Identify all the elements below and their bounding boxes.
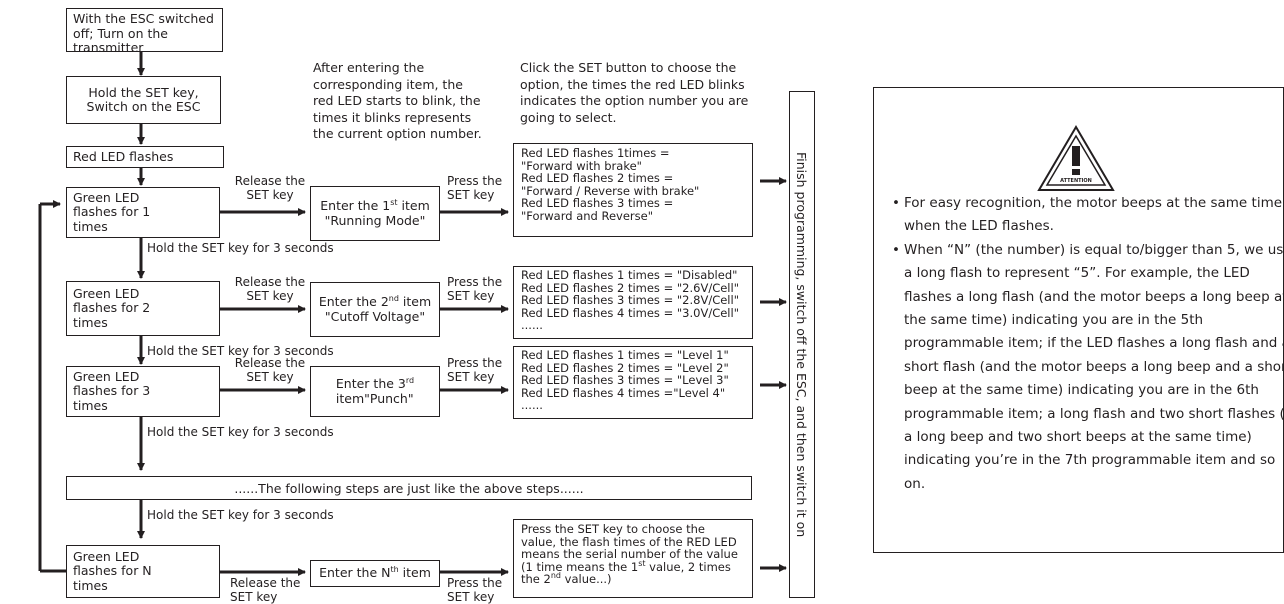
option-line: Red LED flashes 2 times = "2.6V/Cell" (521, 280, 739, 295)
item-text-n: Enter the Nth item (319, 565, 431, 581)
option-line: Red LED flashes 3 times = "Level 3" (521, 373, 729, 387)
options-box-1: Red LED flashes 1times = "Forward with b… (513, 143, 753, 237)
hold-label-2: Hold the SET key for 3 seconds (147, 344, 334, 358)
option-line: Red LED flashes 4 times ="Level 4" (521, 385, 726, 400)
note-click: Click the SET button to choose the optio… (520, 60, 749, 125)
release-label-n: Release the SET key (230, 576, 301, 604)
green-box-1: Green LED flashes for 1 times (66, 187, 220, 238)
option-line: Press the SET key to choose the (521, 522, 705, 536)
option-line: Red LED flashes 2 times = "Level 2" (521, 360, 729, 375)
item-box-2: Enter the 2nd item"Cutoff Voltage" (310, 282, 440, 337)
green-box-2: Green LED flashes for 2 times (66, 281, 220, 336)
option-line: "Forward with brake" (521, 158, 642, 173)
item-box-1: Enter the 1st item"Running Mode" (310, 186, 440, 241)
attention-panel: ATTENTION • For easy recognition, the mo… (873, 87, 1284, 553)
option-line: Red LED flashes 3 times = "2.8V/Cell" (521, 293, 739, 307)
hold-label-3: Hold the SET key for 3 seconds (147, 425, 334, 439)
option-line: Red LED flashes 2 times = (521, 171, 674, 185)
step-start-box: With the ESC switched off; Turn on the t… (66, 8, 223, 55)
following-steps-bar: ......The following steps are just like … (66, 476, 752, 500)
item-text-1: Enter the 1st item"Running Mode" (320, 197, 430, 228)
note-item-2: • When “N” (the number) is equal to/bigg… (892, 239, 1284, 496)
green-text-2: Green LED flashes for 2 times (73, 285, 151, 330)
green-box-n: Green LED flashes for N times (66, 545, 220, 598)
note-enter: After entering the corresponding item, t… (313, 60, 482, 141)
option-line: the 2nd value...) (521, 571, 612, 586)
option-line: ...... (521, 318, 543, 332)
step-start-text: With the ESC switched off; Turn on the t… (73, 11, 214, 55)
item-box-n: Enter the Nth item (310, 560, 440, 587)
attention-warning-icon: ATTENTION (1037, 125, 1115, 191)
following-steps-text: ......The following steps are just like … (234, 480, 584, 496)
note-text-1: For easy recognition, the motor beeps at… (904, 195, 1283, 235)
press-label-3: Press the SET key (447, 356, 503, 384)
option-line: (1 time means the 1st value, 2 times (521, 558, 731, 574)
release-label-3: Release the SET key (234, 356, 306, 384)
press-label-n: Press the SET key (447, 576, 503, 604)
options-box-n: Press the SET key to choose the value, t… (513, 519, 753, 598)
option-line: Red LED flashes 1times = (521, 146, 670, 160)
release-label-2: Release the SET key (234, 275, 306, 303)
option-line: means the serial number of the value (521, 547, 738, 561)
press-label-2: Press the SET key (447, 275, 503, 303)
item-text-2: Enter the 2nd item"Cutoff Voltage" (318, 293, 432, 324)
green-text-n: Green LED flashes for N times (73, 548, 152, 593)
green-text-3: Green LED flashes for 3 times (73, 368, 151, 413)
step-hold-box: Hold the SET key, Switch on the ESC (66, 76, 221, 124)
finish-text: Finish programming, switch off the ESC, … (794, 152, 809, 538)
hold-label-1: Hold the SET key for 3 seconds (147, 241, 334, 255)
finish-box: Finish programming, switch off the ESC, … (789, 91, 815, 598)
hold-label-4: Hold the SET key for 3 seconds (147, 508, 334, 522)
option-line: Red LED flashes 1 times = "Disabled" (521, 268, 738, 282)
option-line: value, the flash times of the RED LED (521, 534, 737, 549)
step-hold-text: Hold the SET key, Switch on the ESC (86, 84, 201, 114)
option-line: Red LED flashes 4 times = "3.0V/Cell" (521, 305, 739, 320)
option-line: "Forward / Reverse with brake" (521, 183, 700, 198)
release-label-1: Release the SET key (234, 174, 306, 202)
options-box-3: Red LED flashes 1 times = "Level 1" Red … (513, 346, 753, 419)
press-label-1: Press the SET key (447, 174, 503, 202)
option-line: ...... (521, 398, 543, 412)
option-line: Red LED flashes 1 times = "Level 1" (521, 348, 729, 362)
step-red-box: Red LED flashes (66, 146, 224, 168)
attention-label: ATTENTION (1060, 178, 1092, 184)
green-box-3: Green LED flashes for 3 times (66, 366, 220, 417)
option-line: "Forward and Reverse" (521, 208, 653, 223)
notes-list: • For easy recognition, the motor beeps … (890, 192, 1284, 496)
options-box-2: Red LED flashes 1 times = "Disabled" Red… (513, 266, 753, 339)
option-line: Red LED flashes 3 times = (521, 196, 674, 210)
step-red-text: Red LED flashes (73, 149, 174, 164)
green-text-1: Green LED flashes for 1 times (73, 189, 151, 234)
note-text-2: When “N” (the number) is equal to/bigger… (904, 241, 1284, 492)
note-item-1: • For easy recognition, the motor beeps … (892, 195, 1283, 235)
